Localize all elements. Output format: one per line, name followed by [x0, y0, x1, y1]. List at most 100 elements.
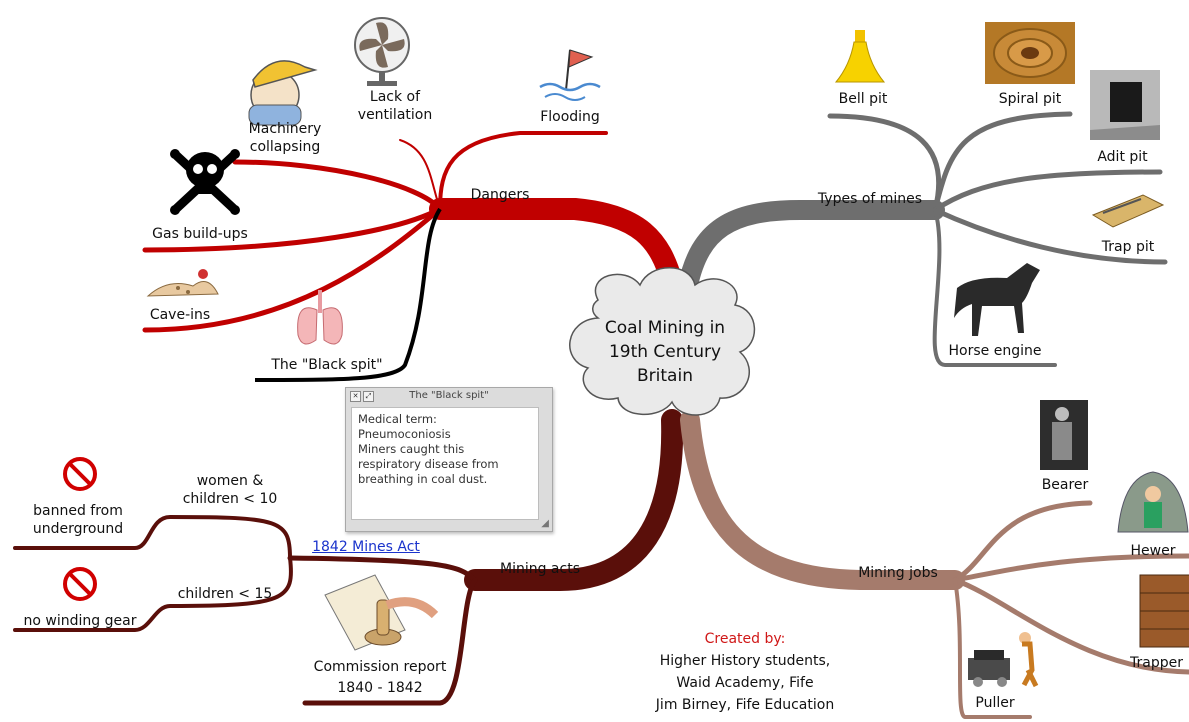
mine-bell-pit[interactable]: Bell pit	[838, 91, 888, 107]
note-line: breathing in coal dust.	[358, 472, 488, 486]
branch-ventilation	[399, 139, 441, 210]
danger-label-line: Machinery	[248, 121, 322, 137]
branch-spiral-pit	[932, 111, 1073, 213]
credits-line: Higher History students,	[659, 653, 831, 669]
act-no-winding-gear[interactable]: no winding gear	[23, 613, 137, 629]
credits-line: Jim Birney, Fife Education	[655, 697, 835, 713]
hardhat-worker-icon	[248, 60, 318, 126]
lungs-icon	[297, 290, 343, 345]
danger-black-spit[interactable]: The "Black spit"	[271, 357, 383, 373]
branch-children15	[13, 556, 293, 632]
danger-cave-ins[interactable]: Cave-ins	[149, 307, 211, 323]
branch-adit-pit	[932, 169, 1163, 213]
danger-label-line: collapsing	[249, 139, 321, 155]
note-line: Pneumoconiosis	[358, 427, 451, 441]
cave-in-icon	[146, 269, 219, 297]
mine-horse-engine[interactable]: Horse engine	[948, 343, 1042, 359]
danger-lack-of-ventilation[interactable]: Lack of ventilation	[350, 88, 440, 124]
black-spit-note-window[interactable]: ✕ ⤢ The "Black spit" Medical term: Pneum…	[345, 387, 553, 532]
branch-trapper	[952, 577, 1189, 675]
act-label-line: 1840 - 1842	[337, 680, 423, 696]
note-line: respiratory disease from	[358, 457, 499, 471]
central-topic-line: Britain	[637, 366, 693, 386]
resize-icon[interactable]: ⤢	[363, 391, 374, 402]
skull-crossbones-icon	[170, 149, 240, 215]
danger-gas-build-ups[interactable]: Gas build-ups	[152, 226, 248, 242]
central-topic-label[interactable]: Coal Mining in 19th Century Britain	[600, 316, 730, 388]
branch-mines-act	[287, 555, 478, 583]
credits-heading: Created by:	[704, 631, 786, 647]
note-line: Miners caught this	[358, 442, 465, 456]
central-topic-cloud[interactable]	[569, 267, 756, 416]
note-line: Medical term:	[358, 412, 437, 426]
credits-block: Created by: Higher History students, Wai…	[620, 628, 870, 716]
branch-cavein	[142, 206, 443, 333]
branch-bearer	[952, 500, 1093, 583]
branch-puller	[953, 578, 1032, 719]
credits-line: Waid Academy, Fife	[676, 675, 814, 691]
fan-icon	[354, 17, 410, 86]
note-title: The "Black spit"	[409, 390, 489, 401]
document-stamp-icon	[324, 574, 439, 651]
danger-machinery-collapsing[interactable]: Machinery collapsing	[235, 120, 335, 156]
mines-act-1842-link[interactable]: 1842 Mines Act	[312, 539, 420, 555]
mines-main-branch	[678, 200, 945, 295]
dangers-main-branch	[429, 198, 683, 293]
central-topic-line: 19th Century	[608, 342, 722, 362]
branch-flooding	[438, 131, 608, 211]
central-topic-line: Coal Mining in	[604, 318, 726, 338]
mine-adit-pit[interactable]: Adit pit	[1097, 149, 1148, 165]
bearer-icon	[1040, 400, 1088, 470]
acts-branch-lines	[13, 409, 684, 706]
branch-gas	[142, 206, 443, 253]
mine-spiral-pit[interactable]: Spiral pit	[998, 91, 1062, 107]
danger-flooding[interactable]: Flooding	[540, 109, 600, 125]
prohibited-icon	[63, 567, 97, 601]
close-icon[interactable]: ✕	[350, 391, 361, 402]
dangers-topic[interactable]: Dangers	[470, 187, 530, 203]
puller-cart-icon	[968, 632, 1039, 688]
job-bearer[interactable]: Bearer	[1041, 477, 1089, 493]
act-label-line: children < 10	[182, 491, 278, 507]
jobs-branch-lines	[680, 410, 1189, 719]
mining-jobs-topic[interactable]: Mining jobs	[858, 565, 938, 581]
horse-icon	[954, 263, 1040, 336]
jobs-main-branch	[680, 410, 965, 590]
act-label-line: banned from	[33, 503, 123, 519]
note-text-area[interactable]: Medical term: Pneumoconiosis Miners caug…	[351, 407, 539, 520]
branch-horse-engine	[932, 208, 1057, 367]
mine-trap-pit[interactable]: Trap pit	[1101, 239, 1155, 255]
danger-label-line: Lack of	[369, 89, 421, 105]
job-hewer[interactable]: Hewer	[1130, 543, 1176, 559]
hewer-icon	[1117, 471, 1189, 533]
spiral-pit-icon	[985, 22, 1075, 84]
branch-machinery	[232, 159, 443, 212]
act-label-line: Commission report	[313, 659, 447, 675]
danger-label-line: ventilation	[357, 107, 433, 123]
trap-icon	[1091, 194, 1165, 228]
resize-grip-icon[interactable]: ◢	[541, 518, 549, 529]
job-puller[interactable]: Puller	[975, 695, 1015, 711]
types-of-mines-topic[interactable]: Types of mines	[817, 191, 923, 207]
act-label-line: underground	[32, 521, 124, 537]
prohibited-icon	[63, 457, 97, 491]
act-commission-report[interactable]: Commission report 1840 - 1842	[305, 657, 455, 699]
acts-main-branch	[464, 409, 684, 591]
trapper-door-icon	[1139, 574, 1189, 648]
branch-black-spit	[254, 207, 442, 382]
branch-commission	[302, 577, 478, 706]
act-women-children[interactable]: women & children < 10	[165, 472, 295, 508]
adit-pit-icon	[1090, 70, 1160, 140]
act-children-15[interactable]: children < 15	[177, 586, 273, 602]
flooding-icon	[539, 49, 601, 101]
note-title-bar[interactable]: ✕ ⤢ The "Black spit"	[346, 388, 552, 404]
job-trapper[interactable]: Trapper	[1130, 655, 1183, 671]
branch-women-children	[13, 514, 292, 560]
mines-branch-lines	[678, 111, 1168, 367]
mining-acts-topic[interactable]: Mining acts	[499, 561, 580, 577]
act-banned-underground[interactable]: banned from underground	[18, 502, 138, 538]
branch-trap-pit	[932, 207, 1168, 265]
act-label-line: women &	[196, 473, 264, 489]
bell-pit-icon	[834, 30, 886, 83]
